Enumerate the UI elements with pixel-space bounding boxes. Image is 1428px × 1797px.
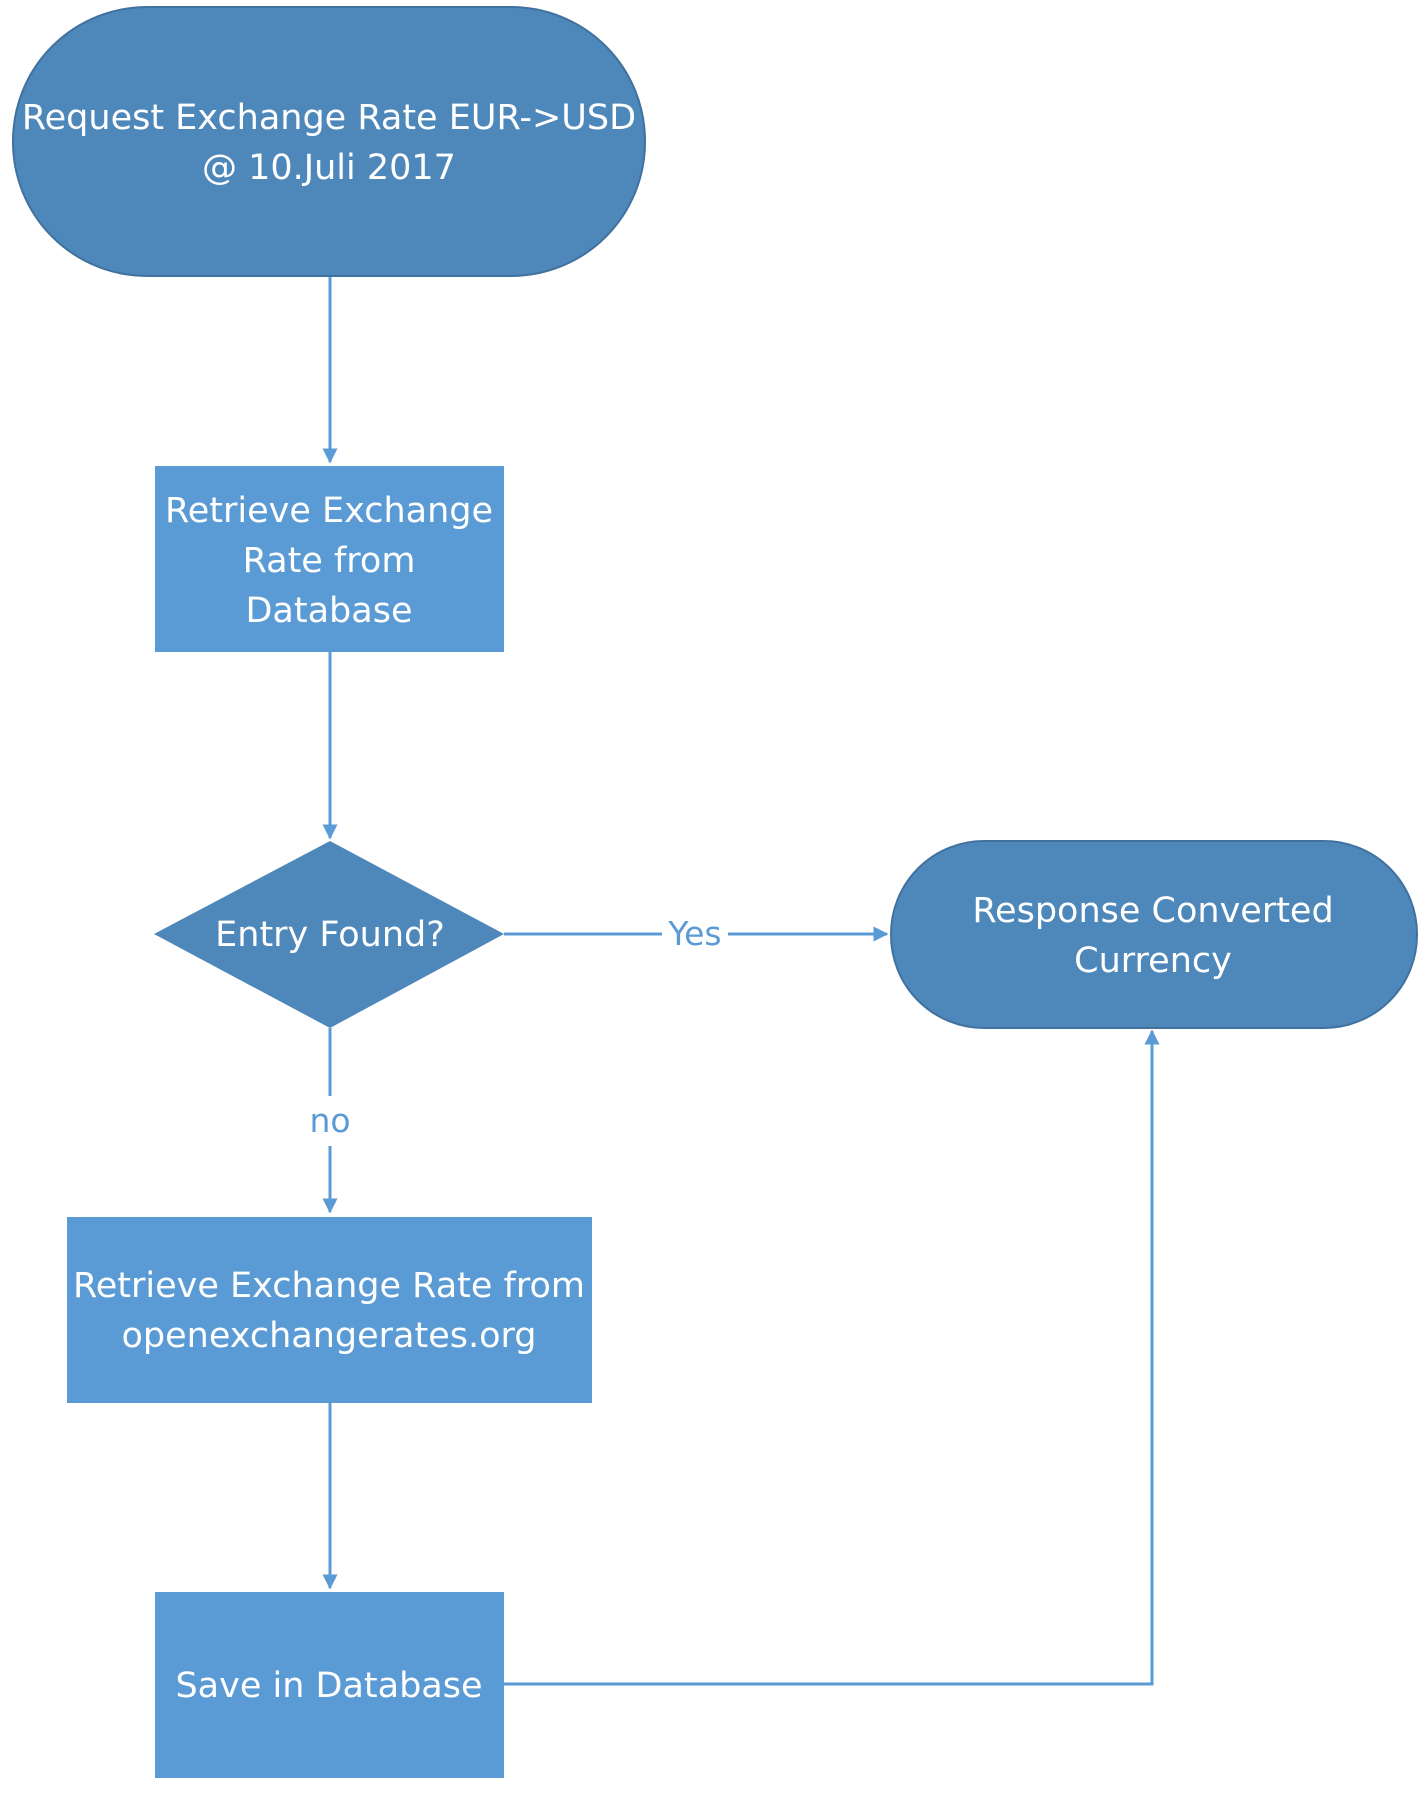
start-terminal-line-1: Request Exchange Rate EUR->USD bbox=[22, 98, 636, 138]
decision-entry-found-shape bbox=[154, 841, 504, 1028]
connectors bbox=[322, 276, 1160, 1686]
start-terminal: Request Exchange Rate EUR->USD @ 10.Juli… bbox=[12, 6, 646, 277]
process-retrieve-openexchangerates-line-1: Retrieve Exchange Rate from bbox=[73, 1266, 585, 1306]
no-label: no bbox=[309, 1101, 350, 1140]
response-terminal-line-2: Currency bbox=[1074, 941, 1232, 981]
arrow-save-to-response bbox=[504, 1029, 1160, 1686]
yes-label: Yes bbox=[667, 914, 721, 953]
process-retrieve-database-line-2: Rate from bbox=[243, 541, 416, 581]
decision-entry-found: Entry Found? bbox=[154, 841, 504, 1028]
response-terminal-shape bbox=[890, 840, 1418, 1029]
process-save-database-label: Save in Database bbox=[175, 1666, 482, 1706]
process-save-database-shape bbox=[155, 1592, 504, 1778]
process-retrieve-database: Retrieve Exchange Rate from Database bbox=[155, 466, 504, 652]
process-retrieve-database-line-3: Database bbox=[245, 591, 412, 631]
process-retrieve-openexchangerates-shape bbox=[67, 1217, 592, 1403]
process-retrieve-openexchangerates-line-2: openexchangerates.org bbox=[121, 1316, 536, 1356]
start-terminal-shape bbox=[12, 6, 646, 277]
process-save-database: Save in Database bbox=[155, 1592, 504, 1778]
start-terminal-line-2: @ 10.Juli 2017 bbox=[202, 148, 456, 188]
response-terminal-line-1: Response Converted bbox=[972, 891, 1333, 931]
process-retrieve-database-line-1: Retrieve Exchange bbox=[165, 491, 493, 531]
response-terminal: Response Converted Currency bbox=[890, 840, 1418, 1029]
process-retrieve-openexchangerates: Retrieve Exchange Rate from openexchange… bbox=[67, 1217, 592, 1403]
decision-entry-found-label: Entry Found? bbox=[215, 915, 445, 955]
process-retrieve-database-shape bbox=[155, 466, 504, 652]
